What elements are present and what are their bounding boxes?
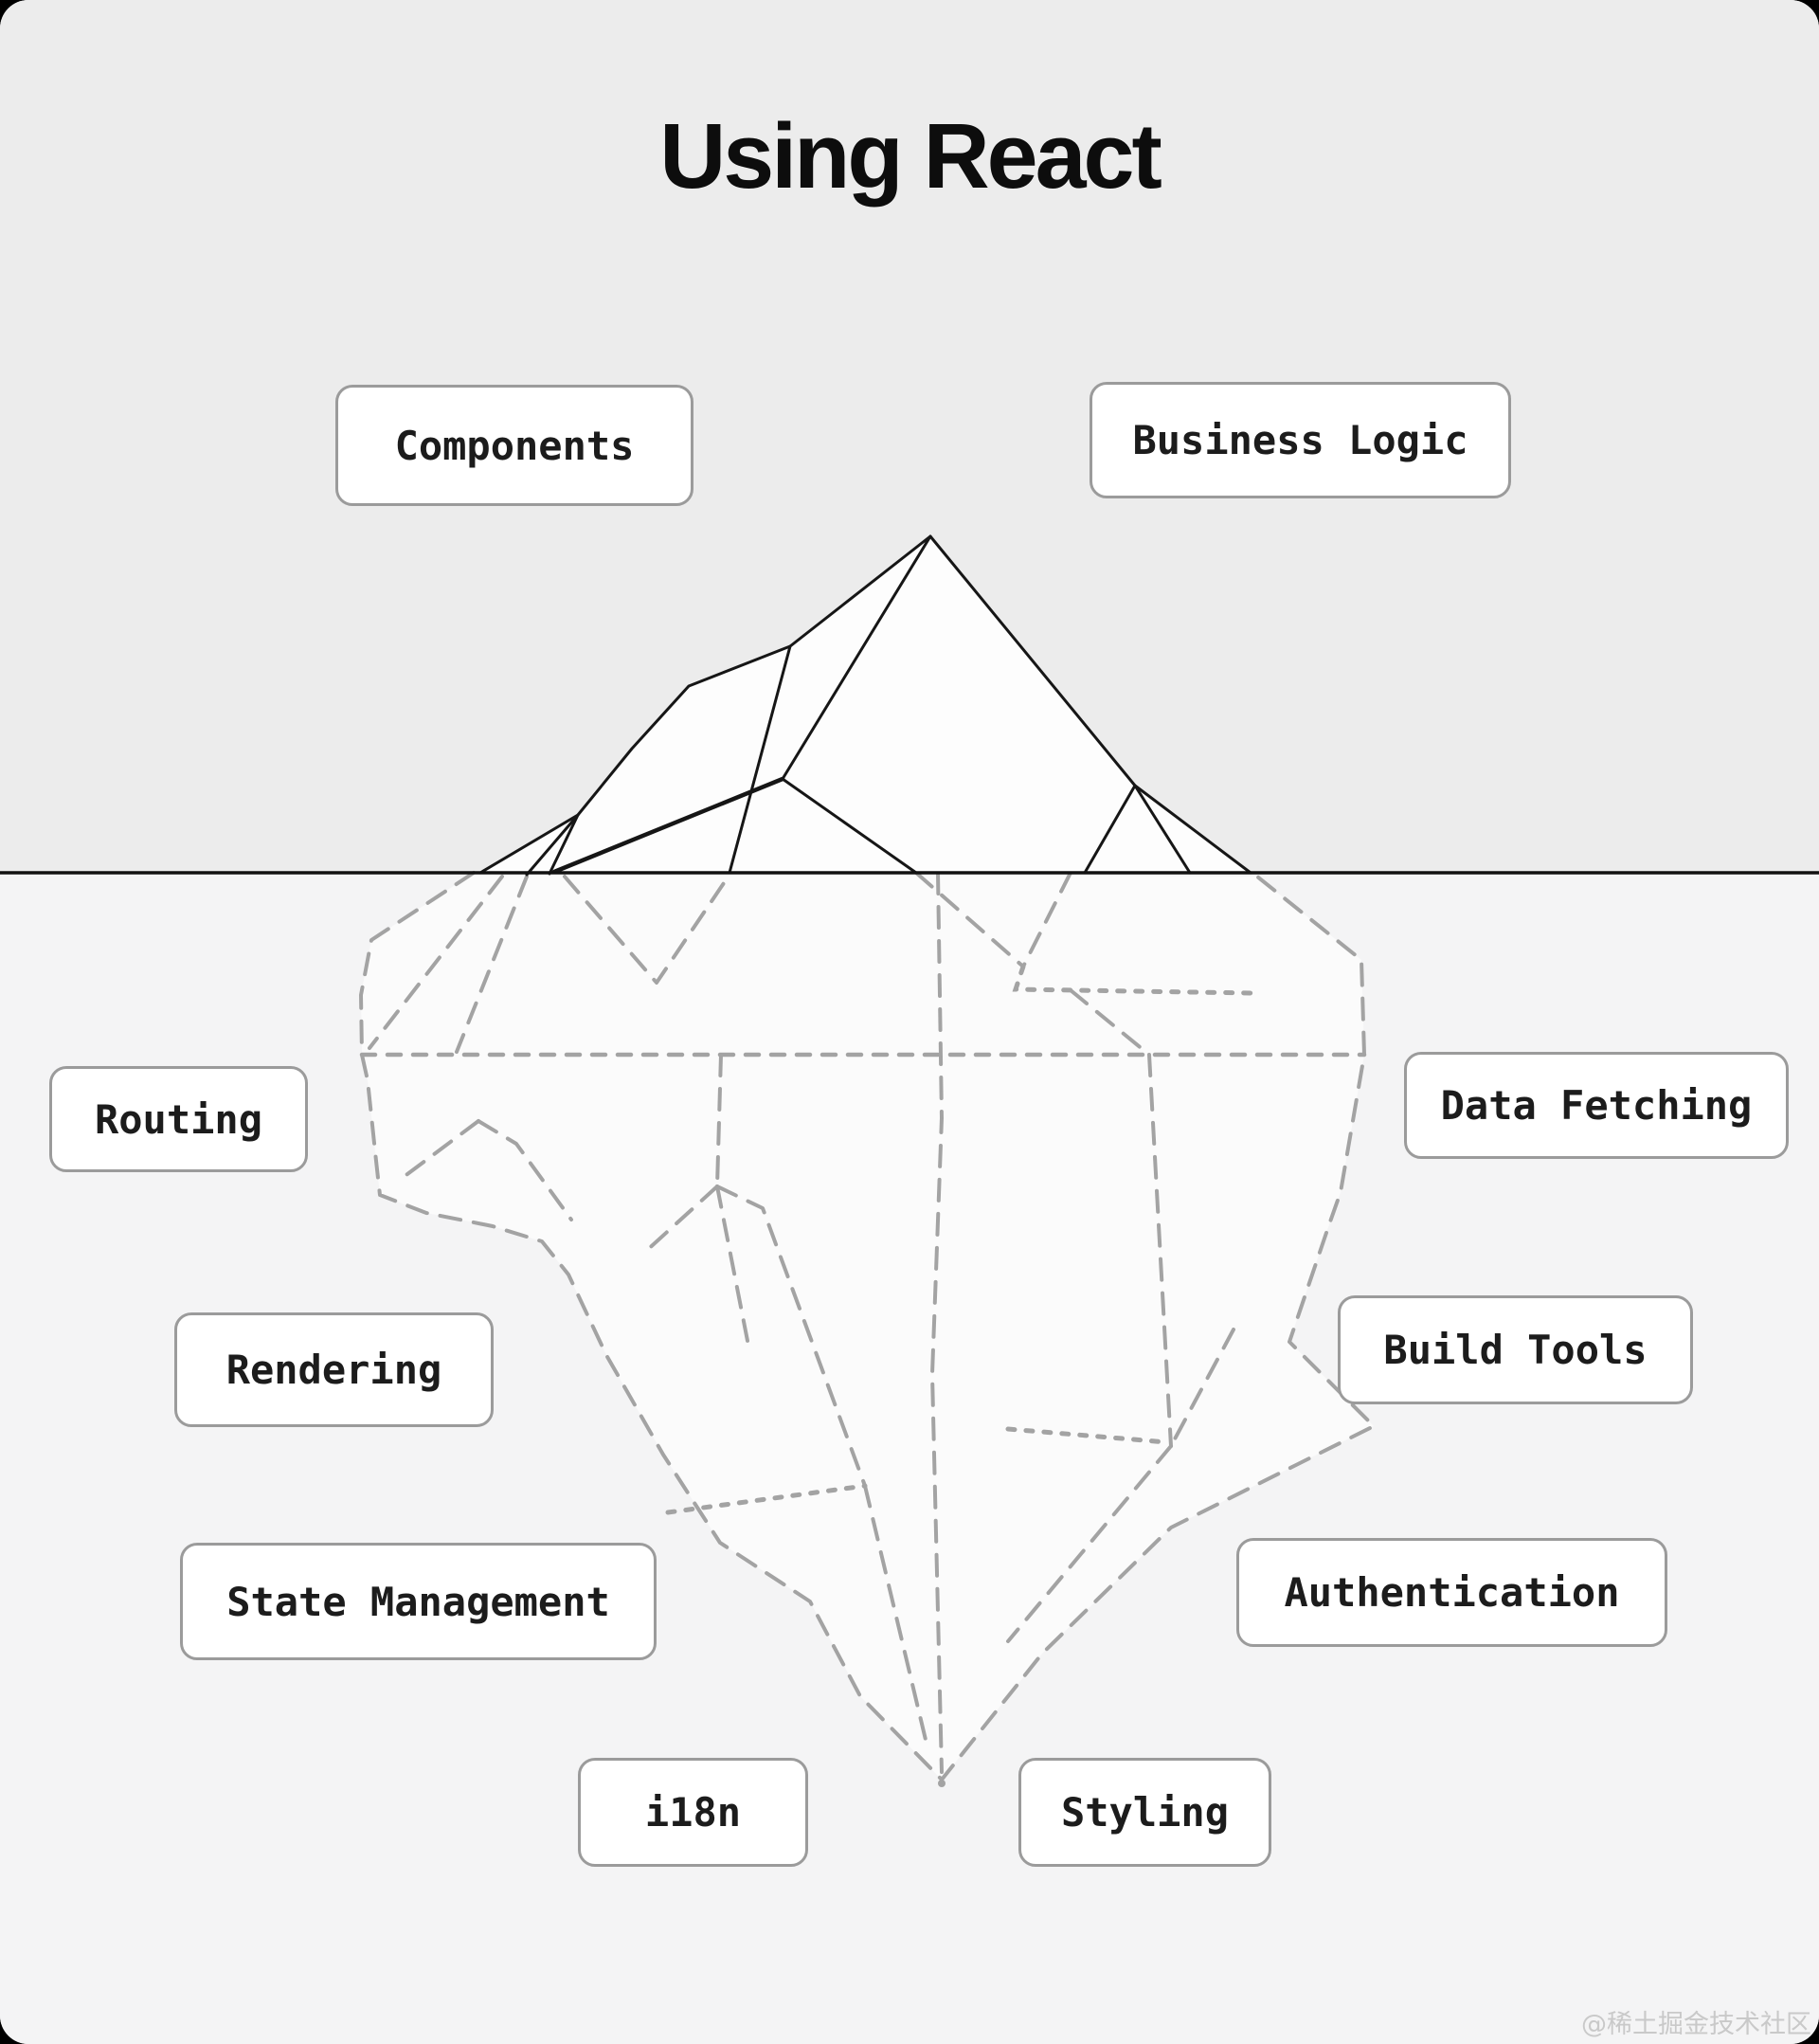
iceberg-above-fill	[480, 536, 1251, 873]
label-components: Components	[394, 422, 635, 469]
label-styling: Styling	[1060, 1789, 1229, 1836]
label-box-authentication: Authentication	[1236, 1538, 1667, 1647]
iceberg-above-facets	[525, 534, 1192, 877]
label-box-build-tools: Build Tools	[1338, 1295, 1693, 1404]
watermark: @稀土掘金技术社区	[1581, 2010, 1811, 2039]
label-authentication: Authentication	[1284, 1569, 1620, 1616]
iceberg-below-outline	[359, 871, 1376, 1782]
label-box-styling: Styling	[1018, 1758, 1271, 1867]
label-box-rendering: Rendering	[174, 1312, 494, 1427]
label-box-data-fetching: Data Fetching	[1404, 1052, 1789, 1159]
label-i18n: i18n	[644, 1789, 742, 1836]
label-business-logic: Business Logic	[1132, 417, 1468, 463]
page-title: Using React	[659, 104, 1162, 208]
label-box-components: Components	[335, 385, 693, 506]
label-box-routing: Routing	[49, 1066, 308, 1172]
label-build-tools: Build Tools	[1383, 1327, 1648, 1373]
label-data-fetching: Data Fetching	[1440, 1082, 1753, 1129]
label-state-management: State Management	[226, 1578, 610, 1625]
label-rendering: Rendering	[225, 1347, 442, 1393]
label-box-business-logic: Business Logic	[1090, 382, 1511, 498]
iceberg-below-facets	[368, 871, 1255, 1787]
label-box-state-management: State Management	[180, 1543, 657, 1660]
iceberg-below-fill	[361, 873, 1374, 1780]
label-box-i18n: i18n	[578, 1758, 808, 1867]
iceberg-above-outline	[478, 534, 1252, 875]
label-routing: Routing	[94, 1095, 262, 1143]
